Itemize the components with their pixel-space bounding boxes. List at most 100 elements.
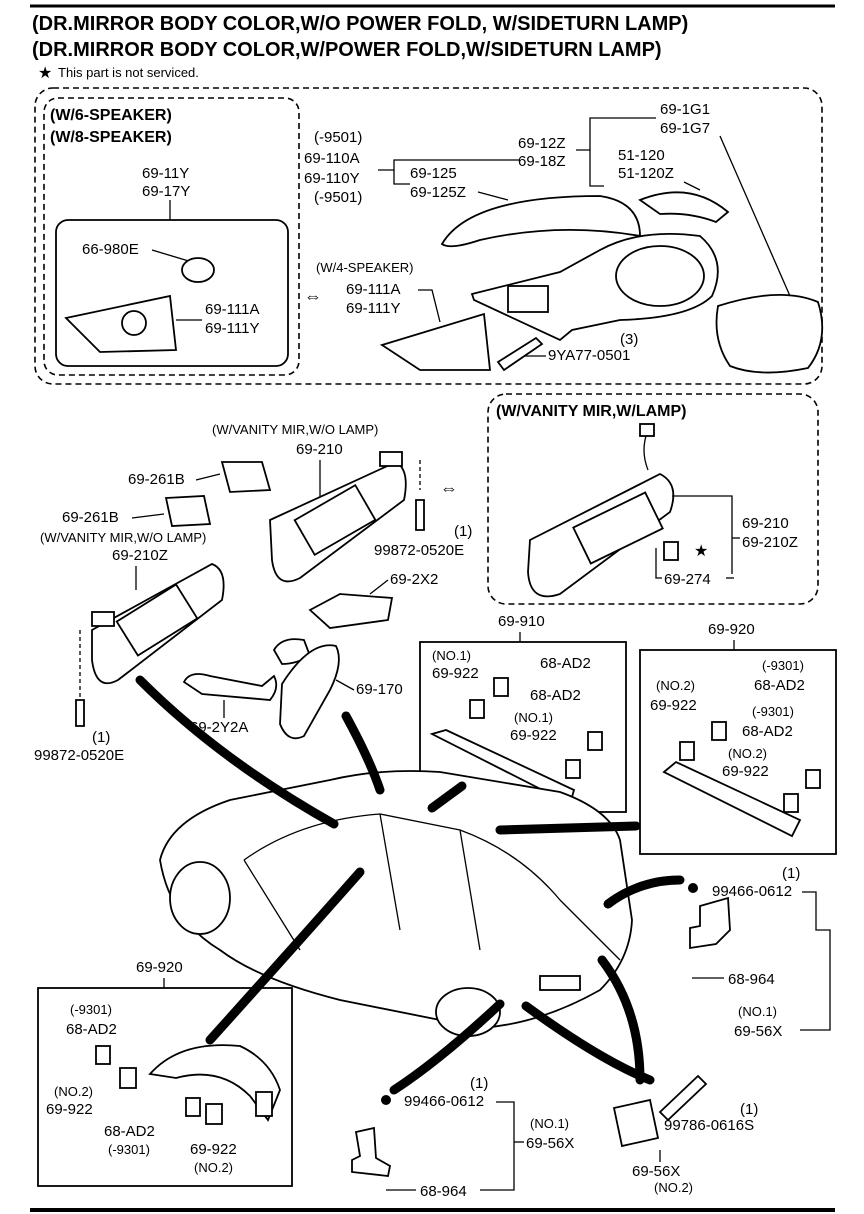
- label-69-11Y: 69-11Y: [142, 165, 189, 182]
- label-68-AD2-f: 68-AD2: [104, 1123, 155, 1140]
- label-69-210-b: 69-210: [742, 515, 789, 532]
- bolt-99466-b: [381, 1095, 391, 1105]
- swap-arrow-icon-2: ⇔: [440, 478, 458, 498]
- label-99786-0616S: 99786-0616S: [664, 1117, 754, 1134]
- label-69-922-f: 69-922: [190, 1141, 237, 1158]
- label-9501-b: (-9501): [314, 189, 362, 206]
- label-69-110A: 69-110A: [304, 150, 360, 167]
- label-69-170: 69-170: [356, 681, 403, 698]
- label-68-AD2-c: 68-AD2: [754, 677, 805, 694]
- label-69-18Z: 69-18Z: [518, 153, 566, 170]
- label-66-980E: 66-980E: [82, 241, 139, 258]
- group-vanity-no-lamp-a: (W/VANITY MIR,W/O LAMP): [212, 422, 378, 437]
- label-69-920-b: 69-920: [136, 959, 183, 976]
- visor-holder-69-261B: [220, 461, 272, 493]
- label-69-1G1: 69-1G1: [660, 101, 710, 118]
- label-69-922-c: 69-922: [650, 697, 697, 714]
- label-68-AD2-a: 68-AD2: [540, 655, 591, 672]
- visor-holder-69-261B-b: [164, 495, 212, 527]
- label-69-274: 69-274: [664, 571, 711, 588]
- rearview-mirror-69-170: [279, 644, 340, 740]
- assist-handle-69-910: [429, 729, 576, 806]
- label-68-AD2-b: 68-AD2: [530, 687, 581, 704]
- label-69-922-e: 69-922: [46, 1101, 93, 1118]
- label-qty-3: (3): [620, 331, 638, 348]
- bracket-68-964-a: [689, 896, 731, 950]
- label-69-111Y-a: 69-111Y: [205, 320, 260, 337]
- label-69-922-a: 69-922: [432, 665, 479, 682]
- label-9301-c: (-9301): [70, 1002, 112, 1017]
- label-51-120Z: 51-120Z: [618, 165, 674, 182]
- label-9301-d: (-9301): [108, 1142, 150, 1157]
- label-9301-b: (-9301): [752, 704, 794, 719]
- label-69-910: 69-910: [498, 613, 545, 630]
- label-69-56X-a: 69-56X: [734, 1023, 782, 1040]
- header-line-2: (DR.MIRROR BODY COLOR,W/POWER FOLD,W/SID…: [32, 39, 662, 61]
- label-qty-1-b: (1): [92, 729, 110, 746]
- bracket-68-964-b: [351, 1126, 392, 1177]
- label-69-125: 69-125: [410, 165, 457, 182]
- label-69-111Y-b: 69-111Y: [346, 300, 401, 317]
- label-qty-1-e: (1): [740, 1101, 758, 1118]
- speaker-box: [55, 219, 289, 367]
- mirror-cover-69-125: [440, 195, 641, 248]
- speaker-unit-69-111A: [64, 294, 178, 353]
- assist-handle-69-920-left: [148, 1044, 281, 1122]
- group-vanity-lamp: (W/VANITY MIR,W/LAMP): [496, 403, 687, 420]
- group-6-speaker: (W/6-SPEAKER): [50, 107, 172, 124]
- label-no2-b: (NO.2): [728, 746, 767, 761]
- label-qty-1-c: (1): [782, 865, 800, 882]
- mirror-section-frame: [34, 87, 823, 385]
- vanity-lamp-frame: [487, 393, 819, 605]
- label-99466-0612-b: 99466-0612: [404, 1093, 484, 1110]
- screw-99872-a: [415, 499, 425, 531]
- assist-grip-69-2Y2A: [182, 673, 278, 701]
- label-69-210-a: 69-210: [296, 441, 343, 458]
- group-4-speaker: (W/4-SPEAKER): [316, 260, 414, 275]
- label-69-261B-a: 69-261B: [128, 471, 185, 488]
- label-no1-d: (NO.1): [530, 1116, 569, 1131]
- label-69-2X2: 69-2X2: [390, 571, 438, 588]
- label-68-AD2-e: 68-AD2: [66, 1021, 117, 1038]
- label-9301-a: (-9301): [762, 658, 804, 673]
- room-lamp-69-2X2: [308, 593, 394, 629]
- label-69-111A-b: 69-111A: [346, 281, 401, 298]
- label-99466-0612-a: 99466-0612: [712, 883, 792, 900]
- label-no1-b: (NO.1): [514, 710, 553, 725]
- bolt-99786-0616S: [658, 1074, 708, 1122]
- label-no1-c: (NO.1): [738, 1004, 777, 1019]
- mirror-glass-69-1G1: [715, 293, 824, 374]
- swap-arrow-icon: ⇔: [304, 286, 322, 306]
- label-9YA77-0501: 9YA77-0501: [548, 347, 630, 364]
- label-qty-1-a: (1): [454, 523, 472, 540]
- label-69-920-a: 69-920: [708, 621, 755, 638]
- speaker-unit-4sp: [379, 312, 492, 371]
- label-no1-a: (NO.1): [432, 648, 471, 663]
- visor-lamp-bulb-69-274: [663, 541, 679, 561]
- star-icon-2: ★: [694, 543, 708, 560]
- label-69-210Z-a: 69-210Z: [112, 547, 168, 564]
- label-99872-0520E-a: 99872-0520E: [374, 542, 464, 559]
- label-no2-d: (NO.2): [194, 1160, 233, 1175]
- label-qty-1-d: (1): [470, 1075, 488, 1092]
- label-69-111A-a: 69-111A: [205, 301, 260, 318]
- assist-handle-69-920-right: [662, 760, 802, 838]
- label-69-1G7: 69-1G7: [660, 120, 710, 137]
- car-body: [159, 770, 633, 1037]
- header-line-1: (DR.MIRROR BODY COLOR,W/O POWER FOLD, W/…: [32, 13, 688, 35]
- not-serviced-note: This part is not serviced.: [58, 65, 199, 80]
- label-69-12Z: 69-12Z: [518, 135, 566, 152]
- label-99872-0520E-b: 99872-0520E: [34, 747, 124, 764]
- label-69-17Y: 69-17Y: [142, 183, 190, 200]
- label-69-261B-b: 69-261B: [62, 509, 119, 526]
- label-69-922-d: 69-922: [722, 763, 769, 780]
- label-69-56X-b: 69-56X: [526, 1135, 574, 1152]
- label-no2-a: (NO.2): [656, 678, 695, 693]
- star-icon: ★: [38, 65, 52, 82]
- label-68-AD2-d: 68-AD2: [742, 723, 793, 740]
- label-no2-c: (NO.2): [54, 1084, 93, 1099]
- label-no2-e: (NO.2): [654, 1180, 693, 1195]
- screw-99872-b: [75, 699, 85, 727]
- label-69-110Y: 69-110Y: [304, 170, 360, 187]
